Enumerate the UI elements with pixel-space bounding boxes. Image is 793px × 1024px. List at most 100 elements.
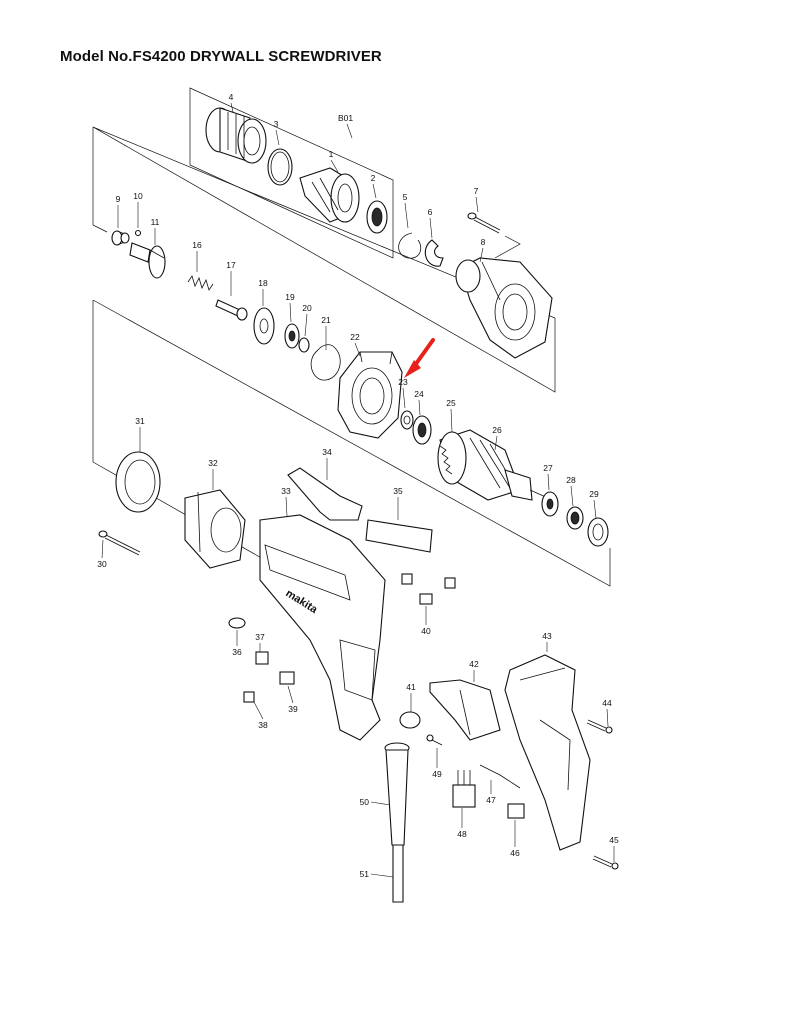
- leader-line-27: [547, 473, 550, 491]
- part-6-ring-spring: [424, 239, 444, 267]
- leader-line-25: [450, 408, 453, 433]
- part-17-pin: [215, 299, 248, 321]
- part-label-6: 6: [428, 207, 433, 217]
- part-label-37: 37: [255, 632, 265, 642]
- part-9-pin: [111, 230, 130, 246]
- part-37-brush-holder: [255, 651, 269, 665]
- part-label-42: 42: [469, 659, 479, 669]
- part-48-capacitor: [452, 784, 476, 808]
- part-label-8: 8: [481, 237, 486, 247]
- part-47-lead-wire: [479, 764, 521, 789]
- part-11-stopper: [129, 242, 166, 279]
- part-label-23: 23: [398, 377, 408, 387]
- part-label-32: 32: [208, 458, 218, 468]
- leader-line-51: [370, 873, 394, 878]
- part-41-strain-relief: [399, 711, 421, 729]
- frame-top: [92, 126, 556, 393]
- part-label-20: 20: [302, 303, 312, 313]
- part-label-25: 25: [446, 398, 456, 408]
- part-label-27: 27: [543, 463, 553, 473]
- part-label-21: 21: [321, 315, 331, 325]
- leader-line-28: [570, 485, 574, 507]
- part-31-baffle-plate: [115, 451, 161, 513]
- leader-line-50: [370, 801, 391, 806]
- part-29-fan: [587, 517, 609, 547]
- frame-middle-top: [92, 299, 611, 587]
- diagram-title: Model No.FS4200 DRYWALL SCREWDRIVER: [60, 48, 382, 65]
- part-label-44: 44: [602, 698, 612, 708]
- part-label-30: 30: [97, 559, 107, 569]
- part-8-gear-housing: [455, 257, 553, 359]
- part-label-9: 9: [116, 194, 121, 204]
- part-39-brush-cap: [279, 671, 295, 685]
- leader-line-39: [287, 685, 294, 704]
- part-label-1: 1: [329, 149, 334, 159]
- part-label-19: 19: [285, 292, 295, 302]
- part-label-24: 24: [414, 389, 424, 399]
- part-label-46: 46: [510, 848, 520, 858]
- leader-line-8: [479, 247, 484, 263]
- part-label-45: 45: [609, 835, 619, 845]
- part-33-motor-housing: makita: [259, 514, 386, 741]
- part-1-spindle: [299, 167, 360, 223]
- leader-line-5: [404, 202, 409, 229]
- part-5-retaining-ring: [398, 232, 422, 259]
- assembly-label-b01: B01: [338, 113, 353, 123]
- part-20-washer: [298, 337, 310, 353]
- part-label-22: 22: [350, 332, 360, 342]
- part-16-compression-spring: [187, 275, 214, 291]
- part-label-41: 41: [406, 682, 416, 692]
- leader-line-3: [275, 129, 280, 146]
- part-22-bearing-box: [337, 351, 403, 439]
- part-label-49: 49: [432, 769, 442, 779]
- part-label-18: 18: [258, 278, 268, 288]
- part-46-switch-plate: [507, 803, 525, 819]
- part-4-spindle-housing: [205, 107, 267, 164]
- part-label-39: 39: [288, 704, 298, 714]
- part-34-hook: [287, 467, 363, 521]
- part-32-field: [184, 489, 246, 569]
- part-45-screw: [592, 855, 619, 870]
- part-label-40: 40: [421, 626, 431, 636]
- part-label-43: 43: [542, 631, 552, 641]
- leader-line-7: [475, 196, 479, 213]
- leader-line-44: [606, 708, 609, 727]
- frame-b01: [189, 87, 394, 259]
- part-38-carbon-brush: [243, 691, 255, 703]
- frame-bracket-8: [494, 235, 521, 259]
- part-label-50: 50: [360, 797, 370, 807]
- part-label-7: 7: [474, 186, 479, 196]
- leader-line-19: [289, 302, 292, 323]
- part-49-screw: [426, 734, 443, 746]
- part-label-38: 38: [258, 720, 268, 730]
- part-44-screw: [586, 719, 613, 734]
- part-36-oval-ring: [228, 617, 246, 629]
- part-label-17: 17: [226, 260, 236, 270]
- part-42-switch: [429, 679, 501, 741]
- part-label-29: 29: [589, 489, 599, 499]
- leader-line-38: [253, 701, 264, 720]
- part-label-16: 16: [192, 240, 202, 250]
- part-43-handle: [504, 654, 591, 851]
- part-label-28: 28: [566, 475, 576, 485]
- part-label-26: 26: [492, 425, 502, 435]
- part-label-48: 48: [457, 829, 467, 839]
- part-label-33: 33: [281, 486, 291, 496]
- part-label-11: 11: [151, 217, 160, 227]
- highlight-arrow: [404, 338, 435, 378]
- leader-line-24: [418, 399, 421, 416]
- leader-line-23: [402, 387, 406, 409]
- part-label-4: 4: [229, 92, 234, 102]
- part-40-terminal: [401, 573, 456, 605]
- part-30-screw: [98, 530, 141, 556]
- part-label-51: 51: [360, 869, 370, 879]
- leader-line-26: [494, 435, 498, 451]
- part-23-flat-washer: [400, 410, 414, 430]
- part-label-10: 10: [133, 191, 143, 201]
- part-label-5: 5: [403, 192, 408, 202]
- part-21-ring: [310, 344, 341, 381]
- leader-line-1: [330, 159, 339, 173]
- part-7-screw: [467, 212, 501, 234]
